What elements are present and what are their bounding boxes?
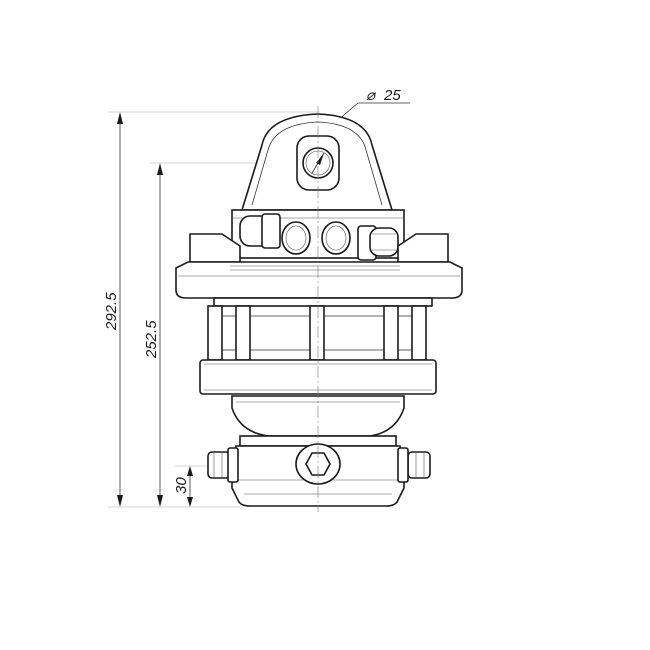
top-flange: [175, 261, 463, 299]
dimension-total-height: 292.5: [103, 111, 320, 508]
rotator-base: [207, 435, 431, 507]
total-height-label: 292.5: [103, 292, 120, 331]
dimension-diameter: ⌀ 25: [337, 87, 410, 121]
upper-housing: [189, 209, 449, 263]
body-height-label: 252.5: [143, 320, 160, 359]
dimension-body-height: 252.5: [143, 162, 318, 507]
mounting-lug: [238, 113, 396, 211]
base-height-label: 30: [173, 477, 190, 494]
diameter-symbol: ⌀: [366, 87, 377, 104]
diameter-label: 25: [383, 87, 401, 104]
bolt-section: [207, 297, 433, 361]
